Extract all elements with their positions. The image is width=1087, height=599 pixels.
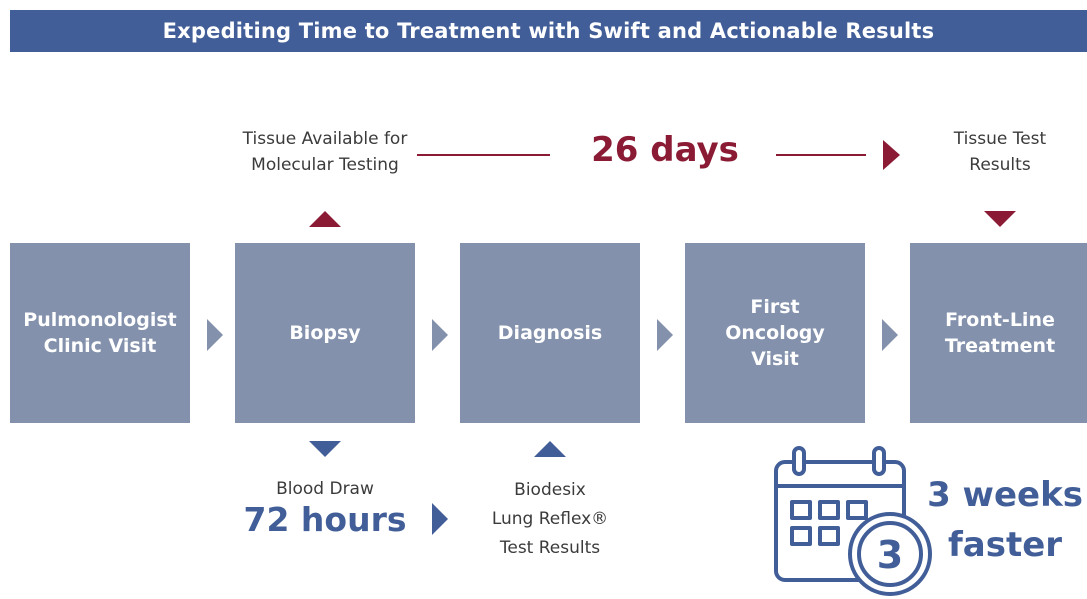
step-4-line-3: Visit <box>751 348 799 370</box>
step-4-line-1: First <box>750 296 800 318</box>
chevron-right-icon <box>207 319 223 351</box>
tissue-duration: 26 days <box>591 130 739 170</box>
tissue-results-triangle-down-icon <box>984 211 1016 227</box>
reflex-results-label: Biodesix Lung Reflex® Test Results <box>470 476 630 563</box>
tissue-available-label: Tissue Available for Molecular Testing <box>225 126 425 178</box>
chevron-right-icon <box>432 319 448 351</box>
step-5-line-2: Treatment <box>944 335 1056 357</box>
tissue-timeline-line-left <box>417 154 550 156</box>
tissue-test-results-line-1: Tissue Test <box>953 129 1047 149</box>
step-1-line-2: Clinic Visit <box>43 335 157 357</box>
tissue-test-results-line-2: Results <box>969 155 1031 175</box>
tissue-available-triangle-up-icon <box>309 211 341 227</box>
diagram-title: Expediting Time to Treatment with Swift … <box>10 10 1087 52</box>
step-2-line-1: Biopsy <box>289 322 361 344</box>
step-3-line-1: Diagnosis <box>497 322 603 344</box>
step-5-line-1: Front-Line <box>945 309 1055 331</box>
tissue-timeline-line-right <box>776 154 866 156</box>
chevron-right-icon <box>657 319 673 351</box>
blood-timeline-arrow-icon <box>432 503 448 535</box>
speed-callout-line-2: faster <box>947 525 1063 565</box>
blood-duration: 72 hours <box>243 500 407 539</box>
blood-draw-label: Blood Draw <box>276 479 374 499</box>
step-front-line-treatment: Front-Line Treatment <box>910 243 1087 423</box>
calendar-icon: 3 <box>774 446 932 596</box>
step-pulmonologist-clinic-visit: Pulmonologist Clinic Visit <box>10 243 190 423</box>
step-4-line-2: Oncology <box>725 322 825 344</box>
blood-draw-triangle-down-icon <box>309 441 341 457</box>
tissue-timeline-arrow-icon <box>883 140 900 170</box>
tissue-test-results-label: Tissue Test Results <box>925 126 1075 178</box>
reflex-results-triangle-up-icon <box>534 441 566 457</box>
speed-callout-line-1: 3 weeks <box>927 475 1083 515</box>
step-biopsy: Biopsy <box>235 243 415 423</box>
chevron-right-icon <box>882 319 898 351</box>
tissue-available-line-1: Tissue Available for <box>242 129 408 149</box>
speed-callout: 3 weeks faster <box>925 470 1085 570</box>
tissue-available-line-2: Molecular Testing <box>251 155 399 175</box>
reflex-results-line-2: Lung Reflex® <box>491 509 609 529</box>
reflex-results-line-1: Biodesix <box>514 480 586 500</box>
reflex-results-line-3: Test Results <box>499 538 601 558</box>
step-first-oncology-visit: First Oncology Visit <box>685 243 865 423</box>
step-1-line-1: Pulmonologist <box>23 309 177 331</box>
calendar-number: 3 <box>877 533 903 577</box>
step-diagnosis: Diagnosis <box>460 243 640 423</box>
